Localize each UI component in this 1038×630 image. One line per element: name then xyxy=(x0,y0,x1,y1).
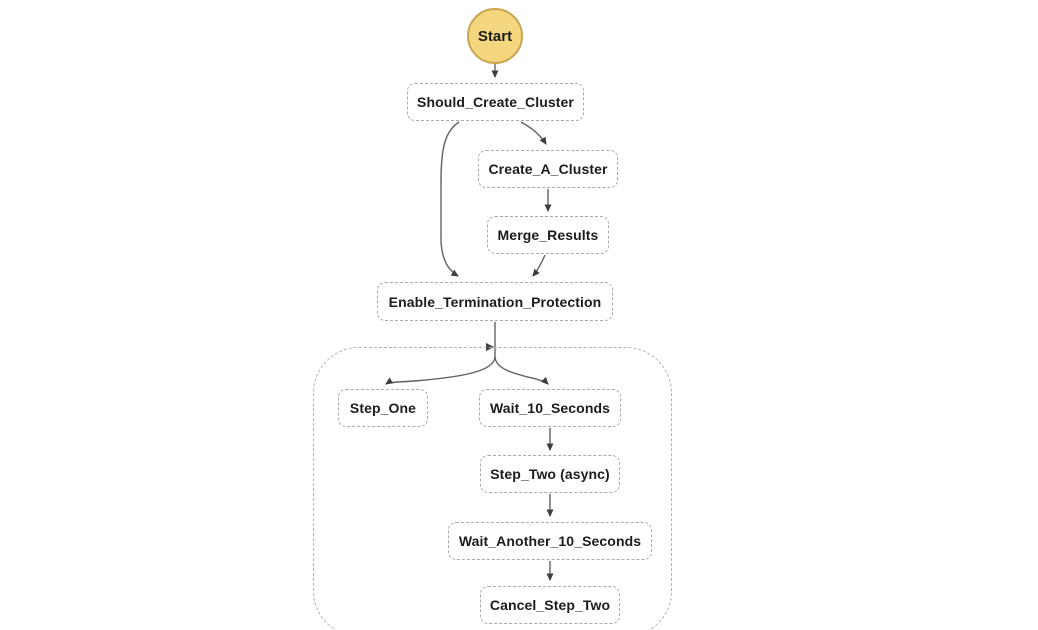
parallel-state-container[interactable] xyxy=(313,347,672,630)
node-label: Wait_Another_10_Seconds xyxy=(458,533,642,549)
node-label: Create_A_Cluster xyxy=(488,161,608,177)
node-cancel-step-two[interactable]: Cancel_Step_Two xyxy=(480,586,620,624)
node-wait-another-10-seconds[interactable]: Wait_Another_10_Seconds xyxy=(448,522,652,560)
node-label: Should_Create_Cluster xyxy=(417,94,574,110)
node-should-create-cluster[interactable]: Should_Create_Cluster xyxy=(407,83,584,121)
start-node-label: Start xyxy=(477,27,513,45)
node-create-a-cluster[interactable]: Create_A_Cluster xyxy=(478,150,618,188)
start-node: Start xyxy=(467,8,523,64)
node-step-one[interactable]: Step_One xyxy=(338,389,428,427)
edge-merge-results-to-enable-termination-protection xyxy=(532,254,546,277)
edge-should-create-cluster-to-create-a-cluster xyxy=(520,121,547,145)
node-label: Step_Two (async) xyxy=(490,466,610,482)
edge-should-create-cluster-to-enable-termination-protection xyxy=(440,121,460,277)
node-label: Wait_10_Seconds xyxy=(489,400,611,416)
node-merge-results[interactable]: Merge_Results xyxy=(487,216,609,254)
node-label: Merge_Results xyxy=(497,227,599,243)
node-enable-termination-protection[interactable]: Enable_Termination_Protection xyxy=(377,282,613,321)
node-step-two-async[interactable]: Step_Two (async) xyxy=(480,455,620,493)
node-label: Enable_Termination_Protection xyxy=(388,293,602,310)
node-wait-10-seconds[interactable]: Wait_10_Seconds xyxy=(479,389,621,427)
node-label: Step_One xyxy=(349,400,417,416)
node-label: Cancel_Step_Two xyxy=(489,597,611,613)
